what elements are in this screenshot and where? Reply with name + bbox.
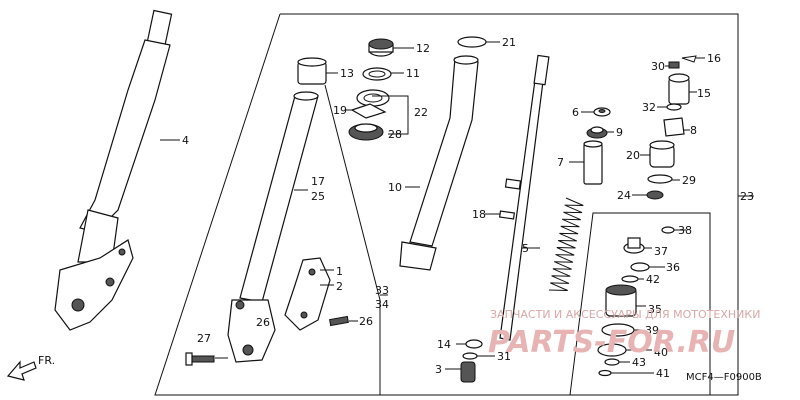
axle-holder [227, 299, 276, 363]
callout-34: 34 [375, 298, 389, 311]
washer-part-38 [661, 226, 675, 234]
callout-10: 10 [388, 181, 402, 194]
piston-part-34 [605, 284, 637, 317]
direction-label: FR. [38, 354, 55, 367]
callout-5: 5 [522, 242, 529, 255]
o-ring-part-31 [462, 352, 478, 360]
callout-17: 17 [311, 175, 325, 188]
damper-rod-part-18 [498, 54, 550, 341]
collar-part-7 [583, 140, 603, 185]
callout-26: 26 [359, 315, 373, 328]
callout-15: 15 [697, 87, 711, 100]
callout-12: 12 [416, 42, 430, 55]
callout-11: 11 [406, 67, 420, 80]
callout-23: 23 [740, 190, 754, 203]
oil-seal-part-22 [356, 89, 390, 107]
callout-1: 1 [336, 265, 343, 278]
bolt-part-26 [329, 315, 349, 327]
valve-part-3 [460, 361, 476, 383]
callout-14: 14 [437, 338, 451, 351]
callout-24: 24 [617, 189, 631, 202]
callout-8: 8 [690, 124, 697, 137]
bolt-part-27 [185, 352, 215, 366]
callout-6: 6 [572, 106, 579, 119]
callout-18: 18 [472, 208, 486, 221]
washer-part-32 [666, 103, 682, 111]
callout-43: 43 [632, 356, 646, 369]
watermark-logo: PARTS-FOR.RU [488, 325, 735, 360]
front-direction-arrow [6, 360, 37, 381]
callout-38: 38 [678, 224, 692, 237]
callout-41: 41 [656, 367, 670, 380]
callout-26: 26 [256, 316, 270, 329]
callout-22: 22 [414, 106, 428, 119]
spring-part-5 [548, 197, 584, 291]
outer-tube-group-outline [324, 84, 381, 395]
fork-bolt-part-20 [649, 140, 675, 168]
callout-33: 33 [375, 284, 389, 297]
callout-28: 28 [388, 128, 402, 141]
spring-seat-part-8 [663, 117, 685, 137]
callout-35: 35 [648, 303, 662, 316]
callout-42: 42 [646, 273, 660, 286]
back-up-ring-part-19 [350, 103, 387, 119]
callout-20: 20 [626, 149, 640, 162]
callout-7: 7 [557, 156, 564, 169]
callout-40: 40 [654, 346, 668, 359]
callout-25: 25 [311, 190, 325, 203]
callout-36: 36 [666, 261, 680, 274]
cap-part-36 [623, 237, 645, 254]
callout-30: 30 [651, 60, 665, 73]
callout-21: 21 [502, 36, 516, 49]
fork-assembly-part-4 [54, 9, 173, 331]
callout-labels: 1234567891011121314151617181920212223242… [182, 36, 754, 380]
nut-part-9 [586, 126, 608, 139]
damper-group-outline [569, 212, 711, 396]
o-ring-part-21 [457, 36, 487, 48]
ring-part-35 [630, 262, 650, 272]
callout-31: 31 [497, 350, 511, 363]
outer-tube-part-10 [399, 55, 479, 271]
pin-part-30 [668, 61, 680, 69]
clip-part-41 [598, 369, 612, 377]
dust-seal-part-12 [368, 38, 394, 57]
leader-lines [160, 41, 754, 374]
ring-part-42 [621, 275, 639, 283]
stopper-ring-part-11 [362, 67, 392, 81]
callout-27: 27 [197, 332, 211, 345]
washer-part-6 [593, 107, 611, 117]
adjuster-part-15 [668, 73, 690, 105]
watermark-text: ЗАПЧАСТИ И АКСЕССУАРЫ ДЛЯ МОТОТЕХНИКИ [490, 308, 760, 321]
callout-19: 19 [333, 104, 347, 117]
slide-bushing-part-13 [297, 57, 327, 85]
bracket-part-1 [284, 257, 331, 331]
callout-4: 4 [182, 134, 189, 147]
callout-16: 16 [707, 52, 721, 65]
callout-13: 13 [340, 67, 354, 80]
callout-32: 32 [642, 101, 656, 114]
callout-29: 29 [682, 174, 696, 187]
callout-39: 39 [645, 324, 659, 337]
guide-bushing-part-28 [348, 123, 384, 141]
callout-2: 2 [336, 280, 343, 293]
callout-37: 37 [654, 245, 668, 258]
callout-3: 3 [435, 363, 442, 376]
nut-part-24 [646, 190, 664, 200]
clip-part-16 [681, 55, 697, 63]
callout-9: 9 [616, 126, 623, 139]
assembly-group-outline [154, 13, 739, 396]
o-ring-part-29 [647, 174, 673, 184]
washer-part-14 [465, 339, 483, 349]
diagram-code: MCF4—F0900B [686, 372, 762, 383]
